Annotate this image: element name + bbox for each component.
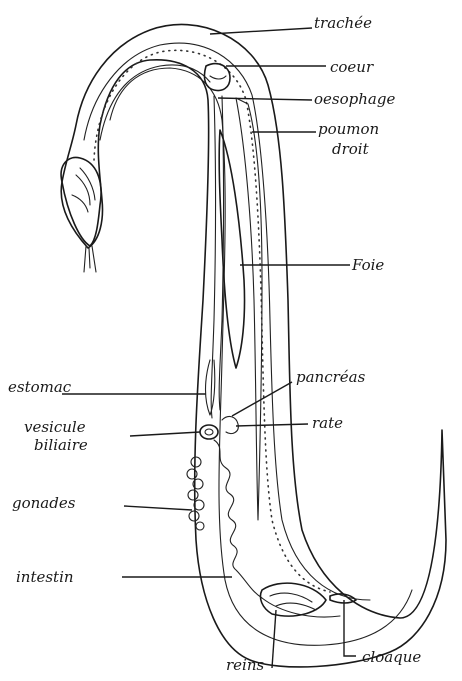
label-poumon: poumon [318, 120, 379, 138]
label-droit: droit [332, 140, 370, 158]
label-cloaque: cloaque [362, 648, 421, 666]
label-oesophage: oesophage [314, 90, 395, 108]
body-outline [61, 24, 446, 667]
kidneys [260, 583, 326, 616]
stomach [206, 360, 215, 415]
label-gonades: gonades [12, 494, 76, 512]
label-intestin: intestin [16, 568, 74, 586]
right-lung [236, 98, 262, 520]
snake-head [61, 157, 101, 272]
label-biliaire: biliaire [34, 436, 88, 454]
label-pancreas: pancréas [296, 368, 366, 386]
trachea [100, 65, 210, 140]
label-foie: Foie [351, 256, 384, 274]
label-rate: rate [312, 414, 343, 432]
label-vesicule: vesicule [24, 418, 86, 436]
intestine [214, 440, 340, 617]
gall-bladder [200, 425, 218, 439]
heart [204, 64, 230, 91]
label-reins: reins [226, 656, 265, 674]
label-coeur: coeur [330, 58, 374, 76]
pancreas [222, 417, 238, 434]
label-trachee: trachée [314, 14, 372, 32]
label-estomac: estomac [8, 378, 72, 396]
